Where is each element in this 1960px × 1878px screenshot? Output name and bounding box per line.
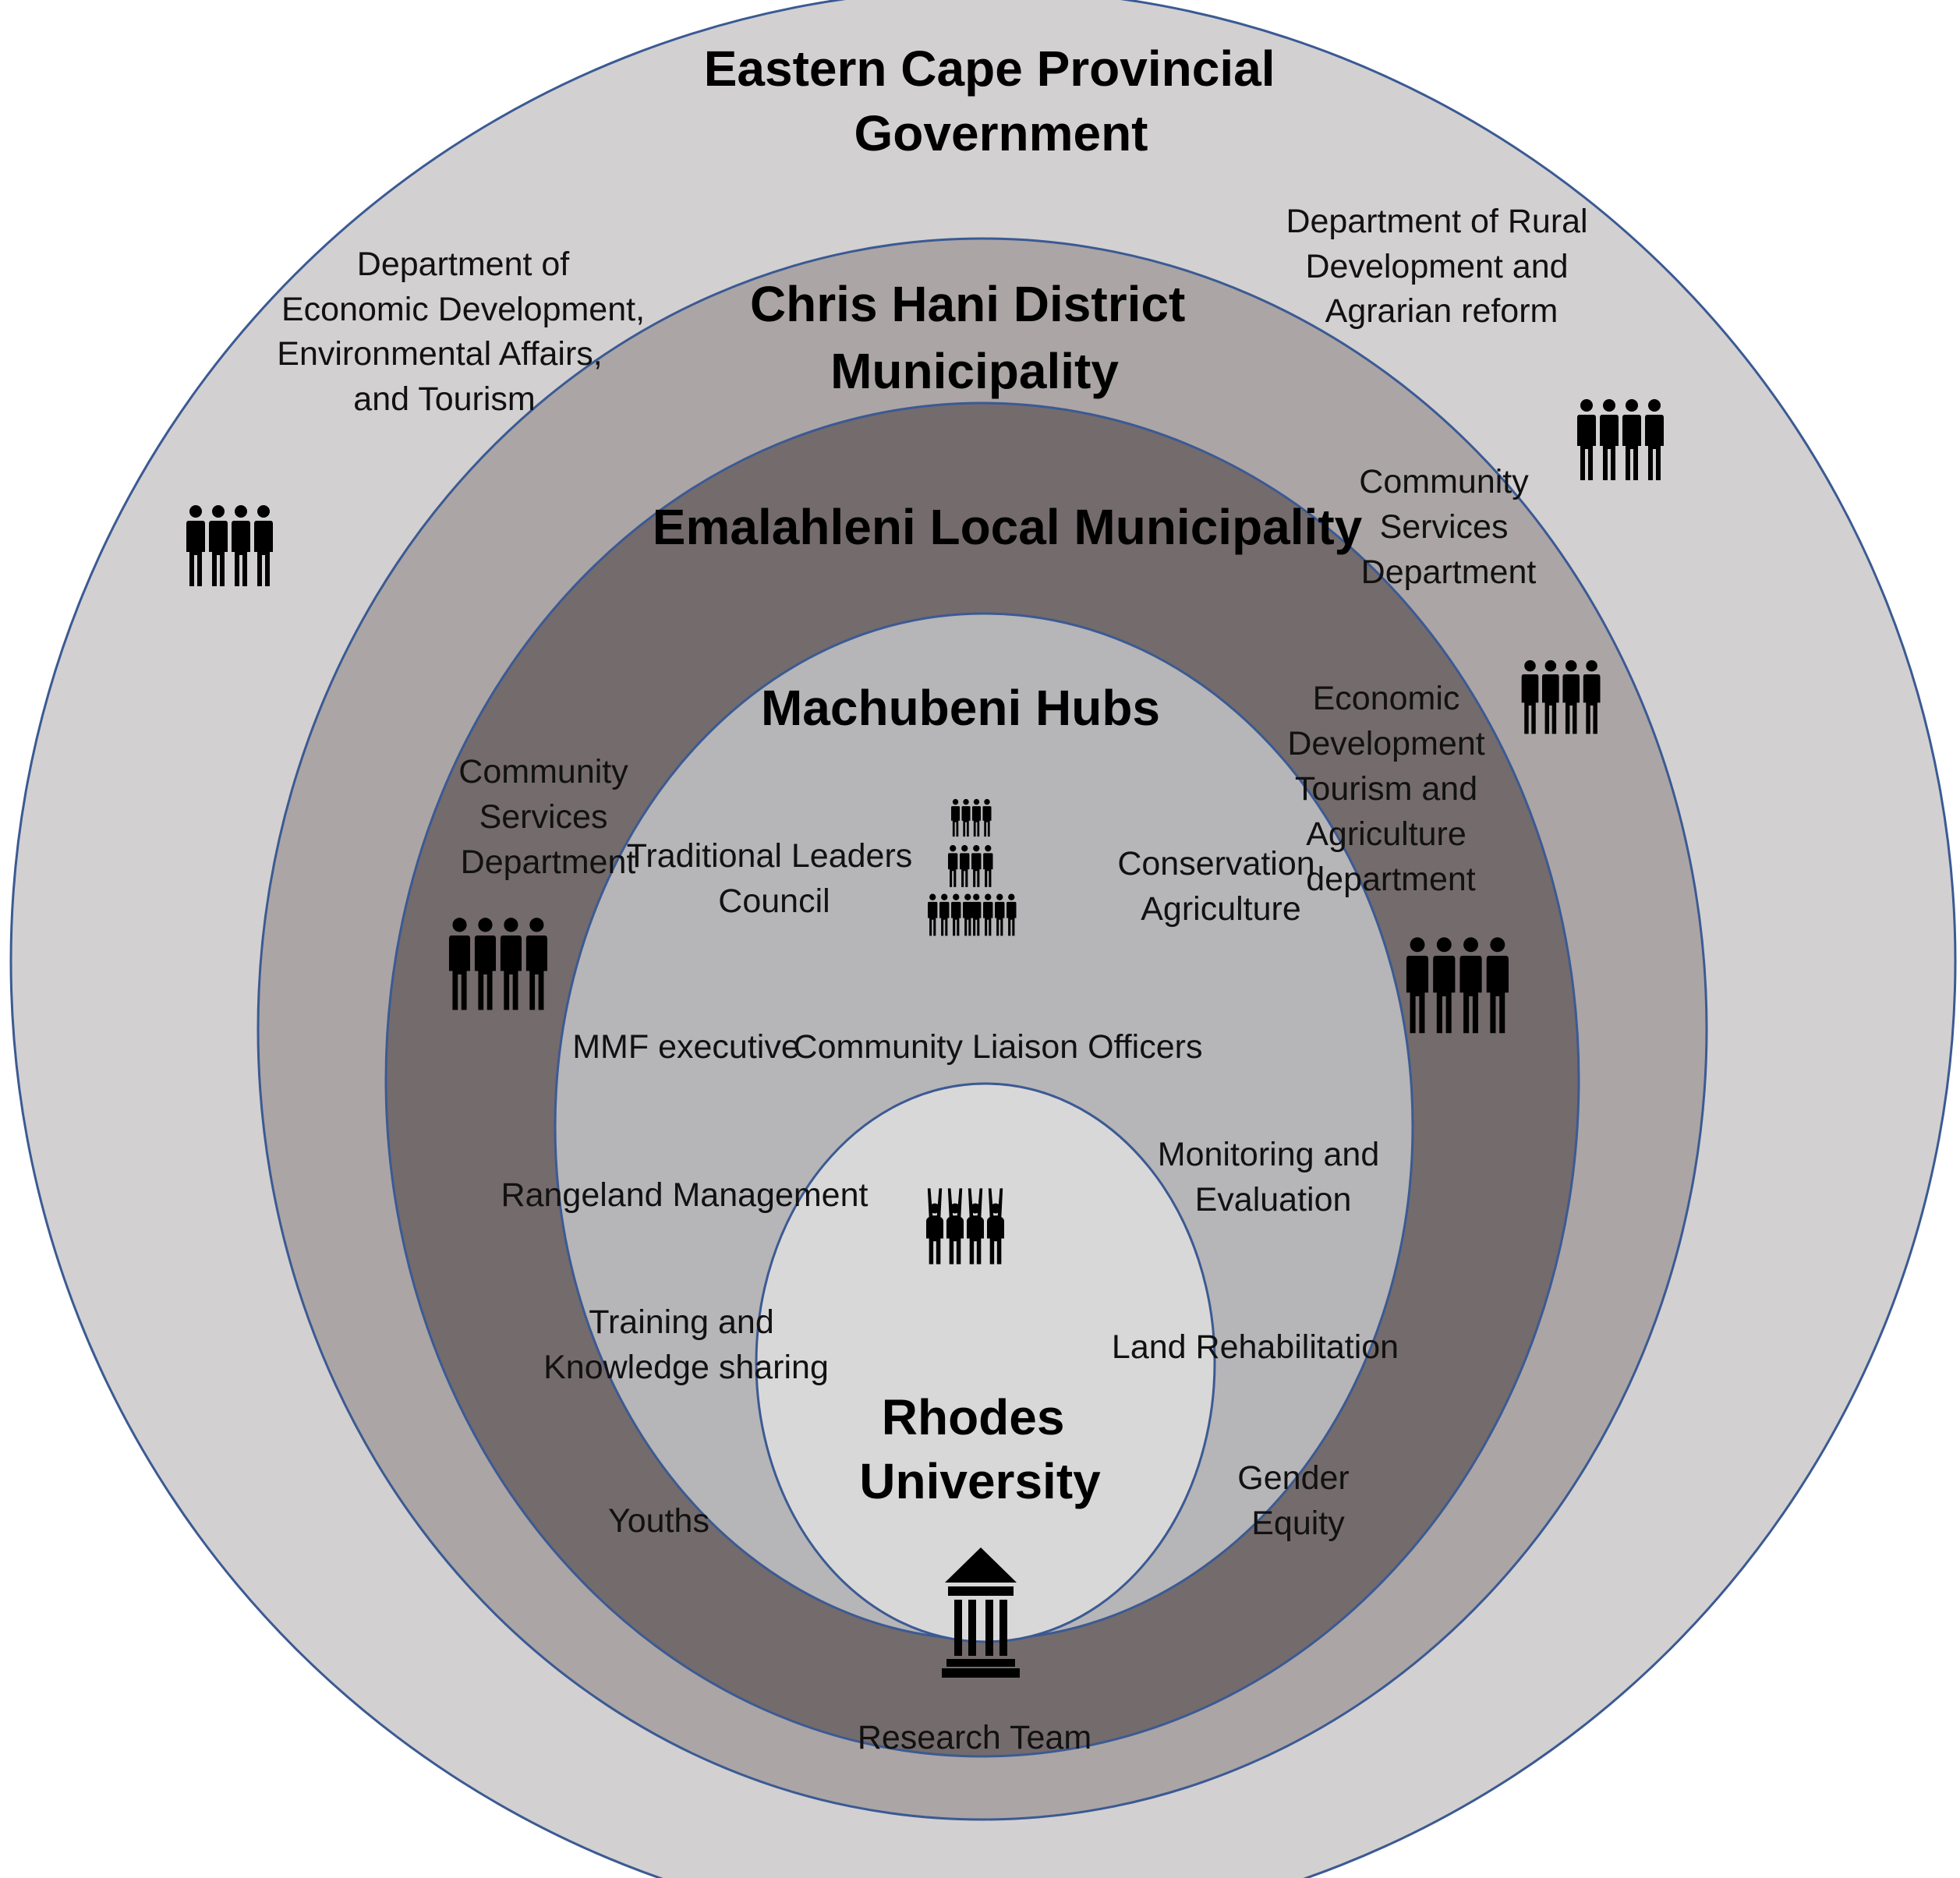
local-title: Emalahleni Local Municipality [653,499,1363,555]
mmf-executive-label: MMF executive [572,1028,800,1066]
training-knowledge-label: Training and Knowledge sharing [543,1303,829,1386]
local-economic-development-label: Economic Development Tourism and Agricul… [1287,680,1494,898]
institution-building-icon [942,1547,1020,1678]
rangeland-management-label: Rangeland Management [501,1176,869,1214]
local-community-services-label: Community Services Department [458,753,637,881]
conservation-agriculture-label: Conservation Agriculture [1117,845,1324,928]
dept-rural-development-label: Department of Rural Development and Agra… [1286,203,1597,330]
university-title: Rhodes University [859,1389,1101,1509]
hubs-title: Machubeni Hubs [761,680,1160,736]
youths-label: Youths [608,1502,709,1540]
research-team-label: Research Team [858,1719,1091,1756]
district-title: Chris Hani District Municipality [750,276,1199,399]
monitoring-evaluation-label: Monitoring and Evaluation [1158,1136,1389,1218]
community-liaison-label: Community Liaison Officers [794,1028,1203,1066]
land-rehabilitation-label: Land Rehabilitation [1112,1328,1399,1366]
traditional-leaders-label: Traditional Leaders Council [627,837,922,920]
dept-economic-development-label: Department of Economic Development, Envi… [277,246,654,418]
district-community-services-label: Community Services Department [1359,463,1537,591]
gender-equity-label: Gender Equity [1237,1459,1358,1542]
provincial-title: Eastern Cape Provincial Government [704,41,1290,161]
